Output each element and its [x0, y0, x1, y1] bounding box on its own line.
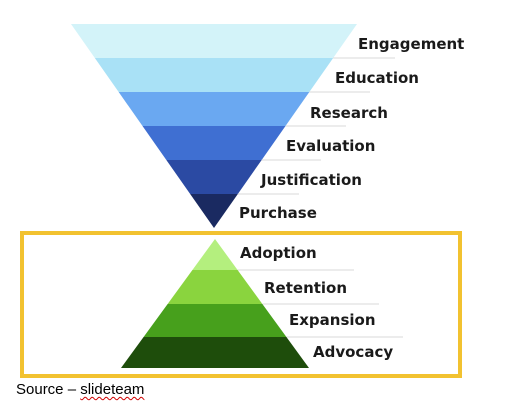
funnel-band-engagement	[71, 24, 357, 58]
funnel-band-education	[94, 58, 334, 92]
funnel-label-education: Education	[335, 69, 419, 87]
sales-funnel: EngagementEducationResearchEvaluationJus…	[71, 24, 464, 228]
funnel-label-research: Research	[310, 104, 388, 122]
source-caption: Source – slideteam	[16, 381, 144, 398]
funnel-label-engagement: Engagement	[358, 35, 464, 53]
funnel-band-evaluation	[142, 126, 286, 160]
funnel-band-justification	[166, 160, 262, 194]
pyramid-band-retention	[167, 270, 263, 304]
funnel-band-purchase	[190, 194, 238, 228]
pyramid-label-adoption: Adoption	[240, 244, 317, 262]
funnel-band-research	[118, 92, 310, 126]
source-prefix: Source –	[16, 381, 81, 398]
funnel-label-justification: Justification	[260, 171, 362, 189]
pyramid-label-retention: Retention	[264, 279, 347, 297]
funnel-label-evaluation: Evaluation	[286, 137, 375, 155]
pyramid-label-advocacy: Advocacy	[313, 343, 393, 361]
pyramid-label-expansion: Expansion	[289, 311, 376, 329]
pyramid-band-adoption	[192, 239, 238, 270]
pyramid-band-advocacy	[121, 337, 309, 368]
pyramid-band-expansion	[143, 304, 287, 337]
retention-frame	[20, 231, 462, 378]
funnel-label-purchase: Purchase	[239, 204, 317, 222]
source-name: slideteam	[80, 381, 145, 398]
